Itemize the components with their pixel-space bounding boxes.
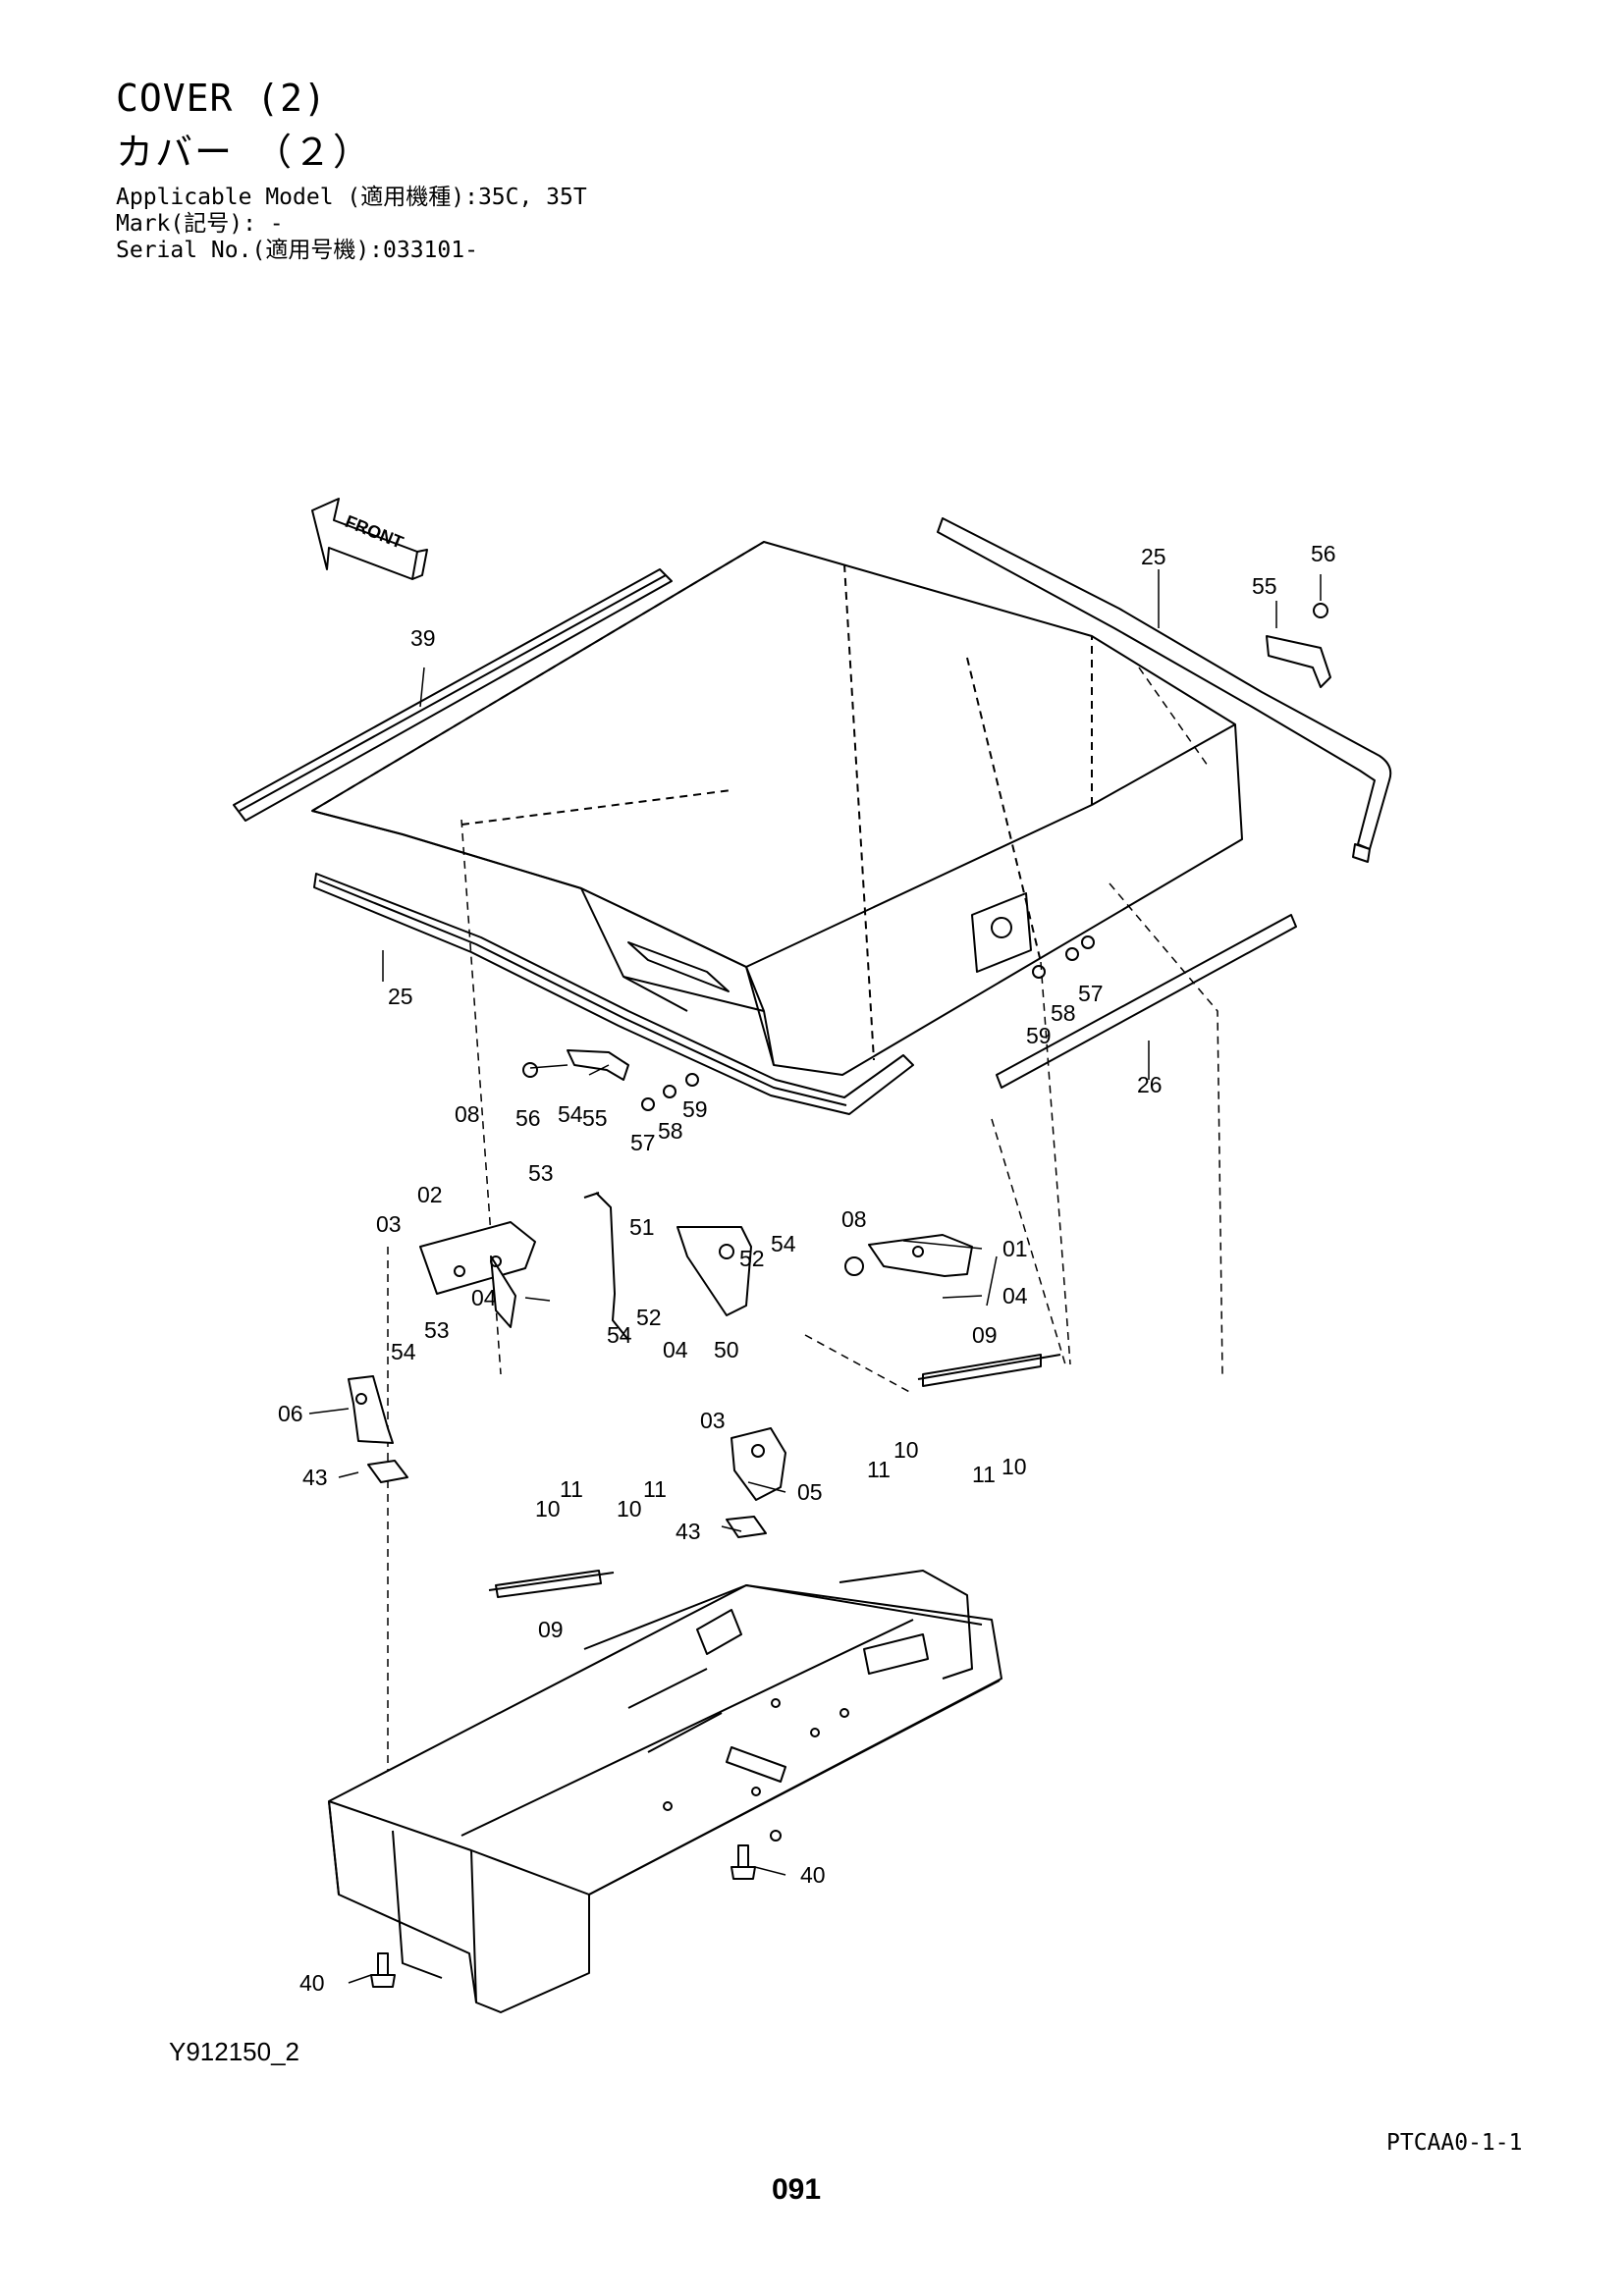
figure-code: Y912150_2 <box>169 2037 300 2066</box>
mark: Mark(記号): - <box>116 211 284 237</box>
label-09: 09 <box>538 1617 564 1642</box>
label-56: 56 <box>1311 541 1336 566</box>
label-08: 08 <box>455 1101 480 1127</box>
handle-55-right <box>1266 635 1331 688</box>
label-51: 51 <box>629 1214 655 1240</box>
label-43: 43 <box>676 1519 701 1544</box>
front-arrow-icon <box>311 498 428 580</box>
seal-strip-25-right <box>937 517 1392 863</box>
bolt-56-left <box>522 1062 538 1078</box>
label-54: 54 <box>391 1339 416 1364</box>
label-43: 43 <box>302 1465 328 1490</box>
bolt-40-right <box>731 1844 756 1880</box>
hinge-bracket-02 <box>419 1221 536 1328</box>
label-40: 40 <box>299 1970 325 1996</box>
bracket-50 <box>677 1226 752 1316</box>
label-03: 03 <box>700 1408 726 1433</box>
label-11: 11 <box>972 1462 996 1487</box>
label-50: 50 <box>714 1337 739 1362</box>
label-58: 58 <box>658 1118 683 1144</box>
label-10: 10 <box>1001 1454 1027 1479</box>
label-40: 40 <box>800 1862 826 1888</box>
label-52: 52 <box>636 1305 662 1330</box>
label-06: 06 <box>278 1401 303 1426</box>
gas-spring-09-left <box>488 1570 615 1598</box>
label-08: 08 <box>841 1206 867 1232</box>
label-53: 53 <box>424 1317 450 1343</box>
plate-43-left <box>367 1460 408 1483</box>
label-57: 57 <box>1078 981 1104 1006</box>
label-59: 59 <box>682 1096 708 1122</box>
label-56: 56 <box>515 1105 541 1131</box>
machine-frame <box>328 1570 1002 2013</box>
page-title-jp: カバー （２） <box>116 131 373 174</box>
label-02: 02 <box>417 1182 443 1207</box>
label-54: 54 <box>558 1101 583 1127</box>
label-57: 57 <box>630 1130 656 1155</box>
serial-number: Serial No.(適用号機):033101- <box>116 238 478 263</box>
page-number: 091 <box>772 2173 822 2206</box>
gas-spring-09-right <box>917 1354 1061 1387</box>
label-05: 05 <box>797 1479 823 1505</box>
label-54: 54 <box>771 1231 796 1256</box>
seal-strip-25-left <box>313 873 914 1115</box>
seal-strip-39 <box>233 568 673 822</box>
label-52: 52 <box>739 1246 765 1271</box>
stay-rod-51 <box>583 1192 629 1341</box>
label-11: 11 <box>560 1476 583 1502</box>
label-04: 04 <box>663 1337 688 1362</box>
engine-cover <box>311 541 1243 1076</box>
page-title-en: COVER (2) <box>116 77 327 120</box>
label-59: 59 <box>1026 1023 1052 1048</box>
ring-08-right <box>844 1256 864 1276</box>
seal-strip-26 <box>996 914 1297 1089</box>
handle-55-left <box>567 1049 629 1081</box>
label-55: 55 <box>582 1105 608 1131</box>
bracket-06 <box>348 1375 394 1444</box>
label-25: 25 <box>388 984 413 1009</box>
label-10: 10 <box>617 1496 642 1522</box>
bolt-40-left <box>370 1952 396 1988</box>
label-53: 53 <box>528 1160 554 1186</box>
label-58: 58 <box>1051 1000 1076 1026</box>
applicable-model: Applicable Model (適用機種):35C, 35T <box>116 185 587 210</box>
label-26: 26 <box>1137 1072 1163 1097</box>
label-11: 11 <box>867 1457 891 1482</box>
label-39: 39 <box>410 625 436 651</box>
label-09: 09 <box>972 1322 998 1348</box>
label-11: 11 <box>643 1476 667 1502</box>
label-25: 25 <box>1141 544 1166 569</box>
label-01: 01 <box>1002 1236 1028 1261</box>
hinge-bracket-01 <box>868 1234 973 1277</box>
label-54: 54 <box>607 1322 632 1348</box>
label-04: 04 <box>1002 1283 1028 1308</box>
bolt-56-right <box>1313 603 1328 618</box>
label-10: 10 <box>535 1496 561 1522</box>
bracket-05 <box>731 1427 786 1501</box>
label-55: 55 <box>1252 573 1277 599</box>
label-04: 04 <box>471 1285 497 1310</box>
label-10: 10 <box>893 1437 919 1463</box>
plate-43-right <box>726 1516 767 1538</box>
label-03: 03 <box>376 1211 402 1237</box>
page-code: PTCAA0-1-1 <box>1386 2130 1523 2156</box>
